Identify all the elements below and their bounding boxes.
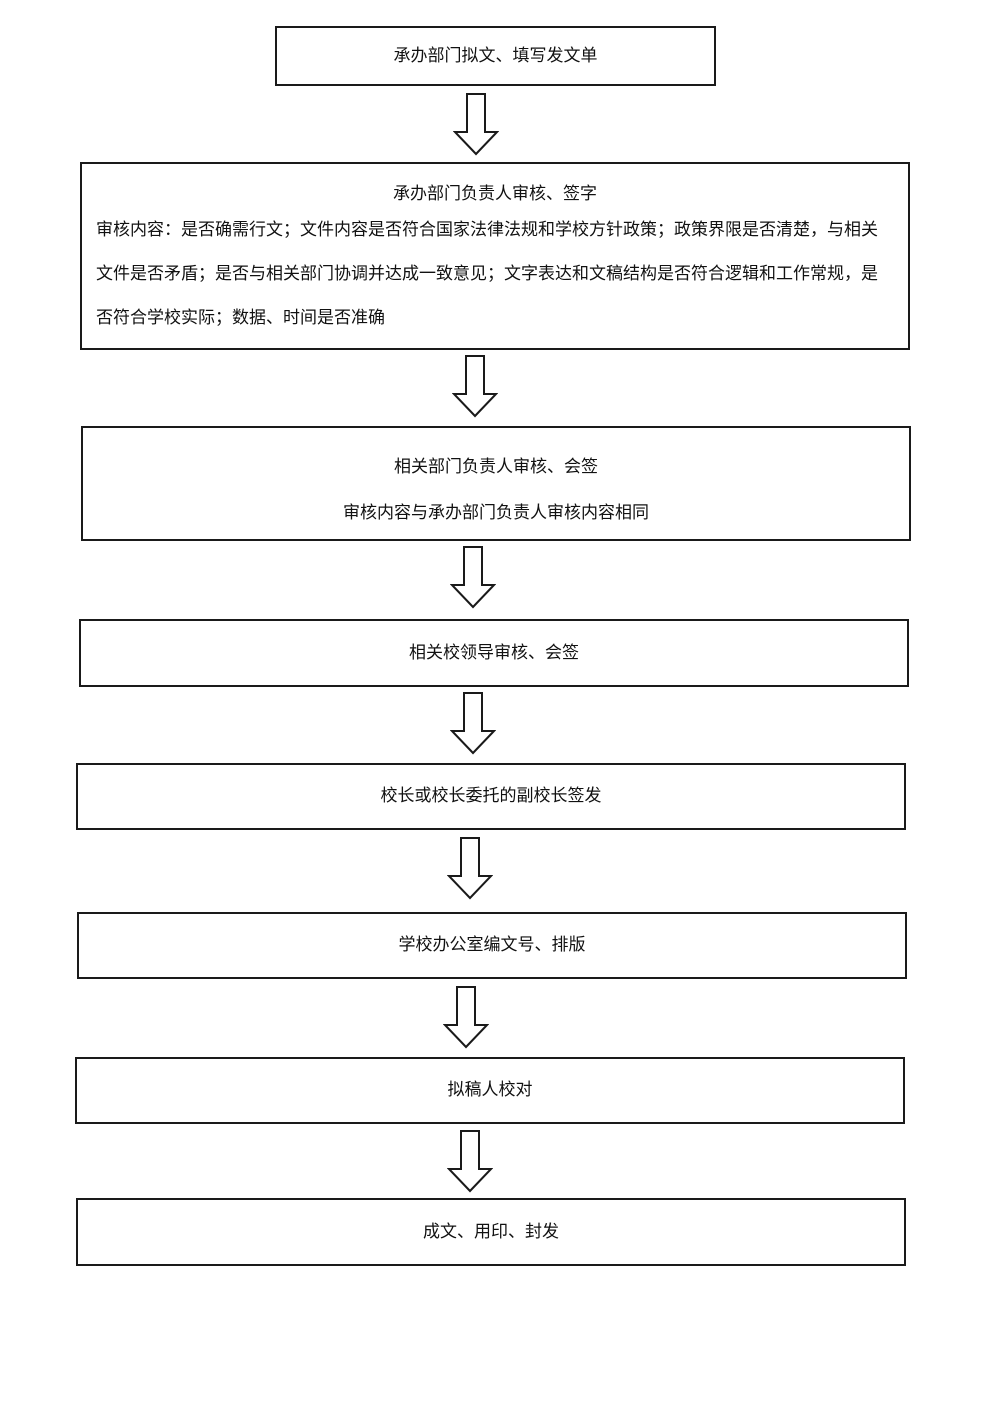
- step-7-title: 拟稿人校对: [447, 1080, 533, 1101]
- step-1-box: 承办部门拟文、填写发文单: [275, 26, 716, 86]
- down-arrow-icon: [447, 836, 493, 900]
- step-5-box: 校长或校长委托的副校长签发: [76, 763, 906, 830]
- step-3-title: 相关部门负责人审核、会签: [394, 457, 598, 477]
- step-3-box: 相关部门负责人审核、会签 审核内容与承办部门负责人审核内容相同: [81, 426, 911, 541]
- down-arrow-icon: [443, 985, 489, 1049]
- step-4-title: 相关校领导审核、会签: [409, 642, 579, 663]
- step-2-box: 承办部门负责人审核、签字 审核内容：是否确需行文；文件内容是否符合国家法律法规和…: [80, 162, 910, 350]
- step-7-box: 拟稿人校对: [75, 1057, 905, 1124]
- step-1-title: 承办部门拟文、填写发文单: [393, 45, 598, 66]
- step-6-title: 学校办公室编文号、排版: [398, 935, 586, 956]
- down-arrow-icon: [450, 545, 496, 609]
- step-6-box: 学校办公室编文号、排版: [77, 912, 907, 979]
- down-arrow-icon: [452, 354, 498, 418]
- step-8-box: 成文、用印、封发: [76, 1198, 906, 1266]
- step-5-title: 校长或校长委托的副校长签发: [380, 786, 602, 807]
- step-4-box: 相关校领导审核、会签: [79, 619, 909, 687]
- down-arrow-icon: [447, 1129, 493, 1193]
- step-2-title: 承办部门负责人审核、签字: [393, 184, 597, 204]
- step-2-detail: 审核内容：是否确需行文；文件内容是否符合国家法律法规和学校方针政策；政策界限是否…: [96, 220, 878, 329]
- down-arrow-icon: [450, 691, 496, 755]
- down-arrow-icon: [453, 92, 499, 156]
- step-3-detail: 审核内容与承办部门负责人审核内容相同: [343, 503, 649, 523]
- step-8-title: 成文、用印、封发: [423, 1221, 559, 1242]
